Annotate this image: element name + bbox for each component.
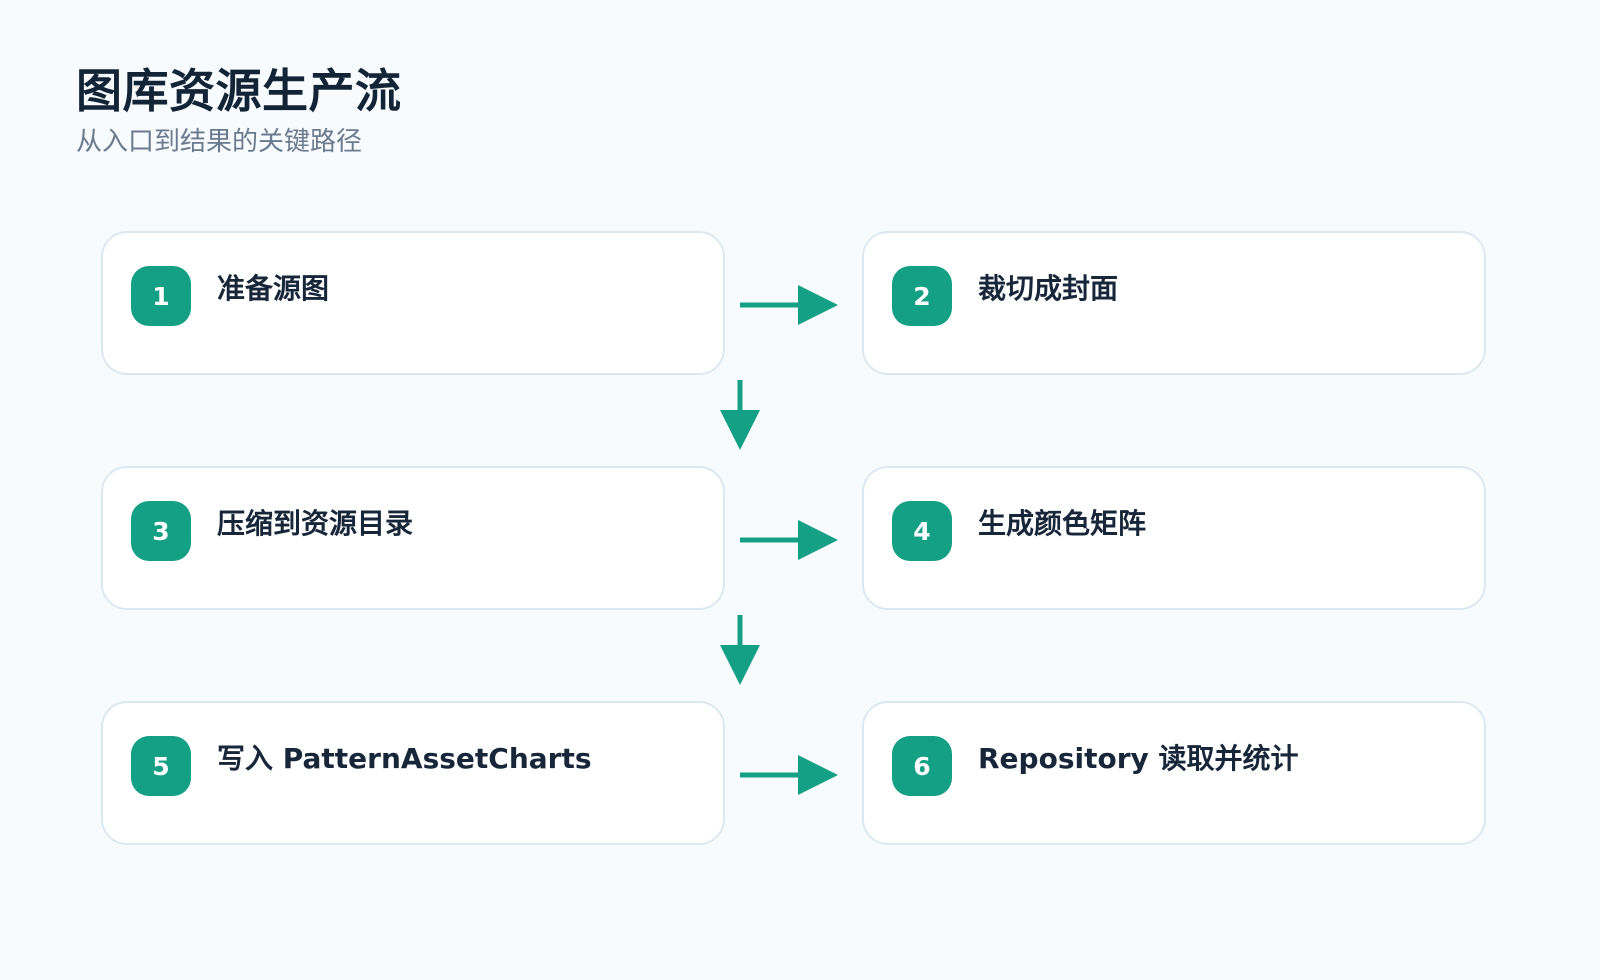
step-label-6: Repository 读取并统计 <box>978 742 1299 775</box>
step-card-4: 4 生成颜色矩阵 <box>862 466 1486 610</box>
step-label-1: 准备源图 <box>217 272 330 305</box>
step-label-4: 生成颜色矩阵 <box>978 507 1147 540</box>
step-number-badge-2: 2 <box>892 266 952 326</box>
step-label-2: 裁切成封面 <box>978 272 1119 305</box>
page-title: 图库资源生产流 <box>76 64 402 118</box>
step-number-badge-6: 6 <box>892 736 952 796</box>
step-label-3: 压缩到资源目录 <box>217 507 414 540</box>
step-number-badge-5: 5 <box>131 736 191 796</box>
step-card-2: 2 裁切成封面 <box>862 231 1486 375</box>
step-number-badge-3: 3 <box>131 501 191 561</box>
page-subtitle: 从入口到结果的关键路径 <box>76 127 363 157</box>
step-label-5: 写入 PatternAssetCharts <box>217 742 592 775</box>
step-card-1: 1 准备源图 <box>101 231 725 375</box>
step-card-3: 3 压缩到资源目录 <box>101 466 725 610</box>
step-number-badge-4: 4 <box>892 501 952 561</box>
step-number-badge-1: 1 <box>131 266 191 326</box>
step-card-5: 5 写入 PatternAssetCharts <box>101 701 725 845</box>
step-card-6: 6 Repository 读取并统计 <box>862 701 1486 845</box>
